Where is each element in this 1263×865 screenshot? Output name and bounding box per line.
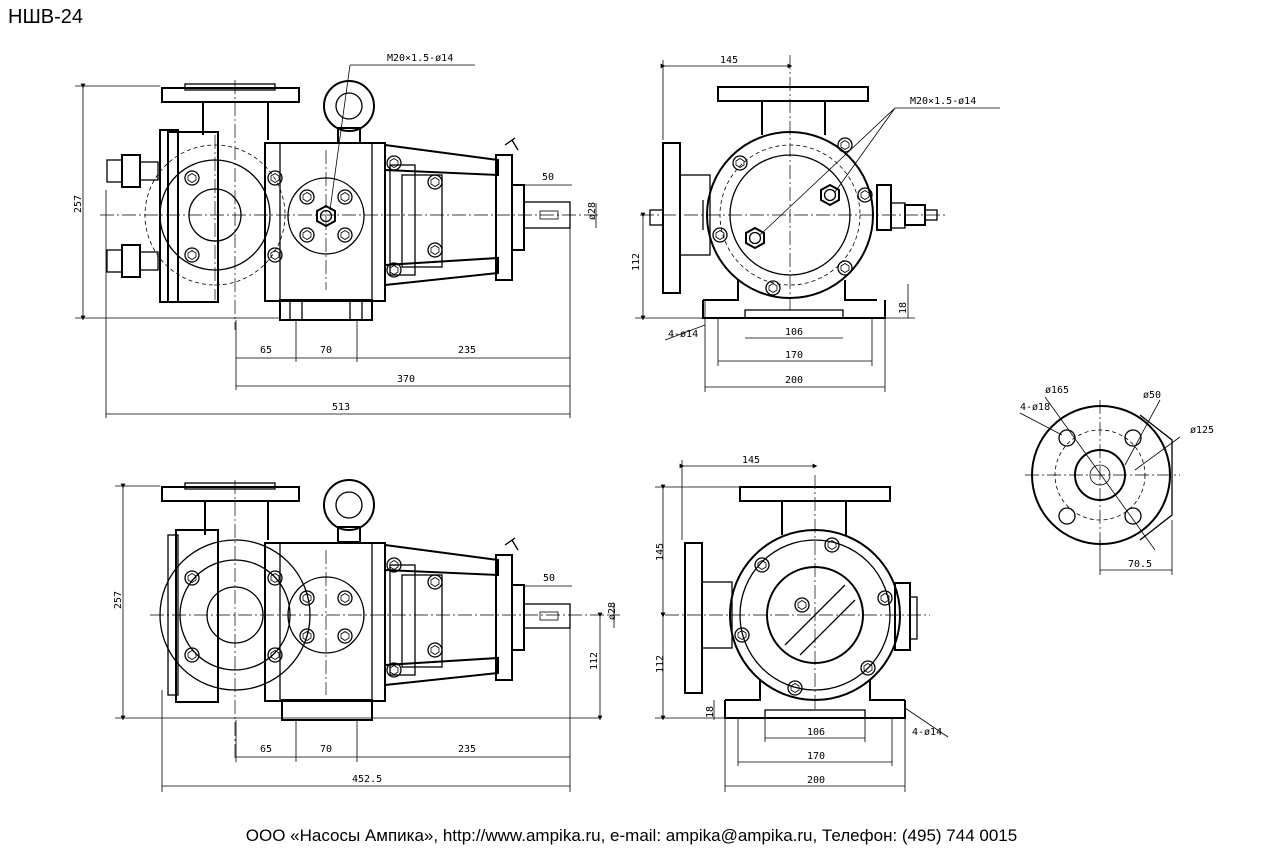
thread-label-top-left: M20×1.5-ø14 bbox=[387, 53, 453, 64]
dim-b-bottom-left: 70 bbox=[320, 744, 332, 755]
footer-contact: ООО «Насосы Ампика», http://www.ampika.r… bbox=[245, 826, 1018, 845]
dim-a-bottom-left: 65 bbox=[260, 744, 272, 755]
dim-height-top-bottom-right: 145 bbox=[655, 543, 666, 561]
dim-base-a-bottom-right: 106 bbox=[807, 727, 825, 738]
dim-height-bottom-left: 257 bbox=[113, 591, 124, 609]
dim-base-b-bottom-right: 170 bbox=[807, 751, 825, 762]
dim-base-c-bottom-right: 200 bbox=[807, 775, 825, 786]
dim-height-top-left: 257 bbox=[73, 195, 84, 213]
flange-dia-outer: ø165 bbox=[1045, 385, 1069, 396]
dim-shaft-dia-bottom-left: ø28 bbox=[607, 602, 618, 620]
dim-b-top-left: 70 bbox=[320, 345, 332, 356]
dim-foot-height-top-right: 18 bbox=[898, 302, 909, 314]
dim-shaft-len-bottom-left: 50 bbox=[543, 573, 555, 584]
dim-width-top-right: 145 bbox=[720, 55, 738, 66]
view-end-bottom bbox=[655, 460, 949, 792]
dim-total-bottom-left: 452.5 bbox=[352, 774, 382, 785]
dim-foot-height-bottom-right: 18 bbox=[705, 706, 716, 718]
thread-label-top-right: M20×1.5-ø14 bbox=[910, 96, 976, 107]
dim-base-c-top-right: 200 bbox=[785, 375, 803, 386]
dim-a-top-left: 65 bbox=[260, 345, 272, 356]
dim-c-top-left: 235 bbox=[458, 345, 476, 356]
view-side-top bbox=[75, 64, 600, 418]
dim-shaft-len-top-left: 50 bbox=[542, 172, 554, 183]
dim-width-bottom-right: 145 bbox=[742, 455, 760, 466]
flange-dia-bore: ø50 bbox=[1143, 390, 1161, 401]
dim-c-bottom-left: 235 bbox=[458, 744, 476, 755]
dim-axis-height-top-right: 112 bbox=[631, 253, 642, 271]
dim-axis-height-bottom-left: 112 bbox=[589, 652, 600, 670]
dim-total-top-left: 513 bbox=[332, 402, 350, 413]
dim-shaft-dia-top-left: ø28 bbox=[587, 202, 598, 220]
dim-mid-top-left: 370 bbox=[397, 374, 415, 385]
dim-holes-top-right: 4-ø14 bbox=[668, 329, 698, 340]
view-end-top bbox=[635, 55, 1000, 392]
dim-base-b-top-right: 170 bbox=[785, 350, 803, 361]
flange-holes: 4-ø18 bbox=[1020, 402, 1050, 413]
view-side-bottom bbox=[115, 479, 620, 792]
view-flange-detail bbox=[1019, 396, 1181, 575]
dim-axis-height-bottom-right: 112 bbox=[655, 655, 666, 673]
flange-offset: 70.5 bbox=[1128, 559, 1152, 570]
drawing-title: НШВ-24 bbox=[8, 6, 84, 28]
dim-base-a-top-right: 106 bbox=[785, 327, 803, 338]
dim-holes-bottom-right: 4-ø14 bbox=[912, 727, 942, 738]
flange-dia-pcd: ø125 bbox=[1190, 425, 1214, 436]
